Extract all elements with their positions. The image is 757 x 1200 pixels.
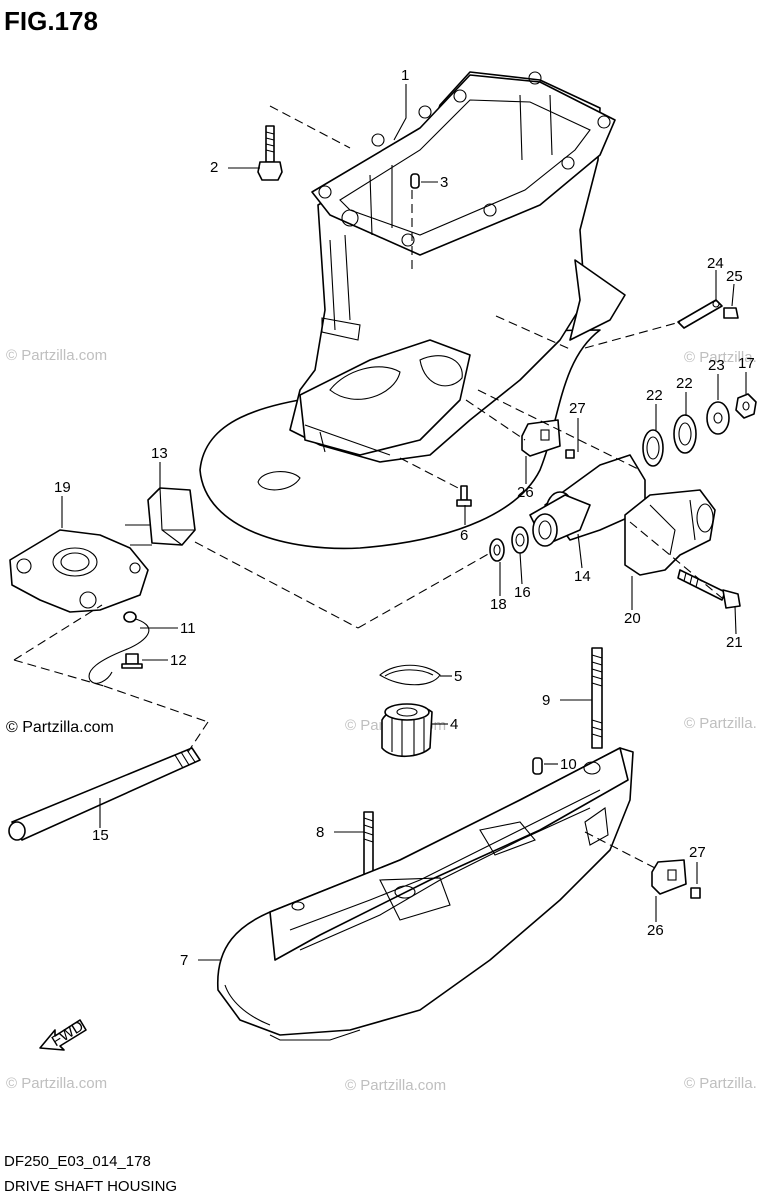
nut-17 — [735, 393, 757, 419]
watermark: © Partzilla.com — [684, 1075, 757, 1092]
mount-bracket-19 — [9, 529, 149, 613]
stud-15 — [8, 747, 201, 841]
callout-3: 3 — [440, 174, 448, 191]
washer-16 — [511, 526, 529, 554]
callout-10: 10 — [560, 756, 577, 773]
bolt-2 — [257, 125, 283, 181]
washer-22b — [673, 414, 697, 454]
callout-24: 24 — [707, 255, 724, 272]
callout-26b: 26 — [647, 922, 664, 939]
callout-22a: 22 — [646, 387, 663, 404]
model-code: DF250_E03_014_178 — [4, 1153, 151, 1170]
callout-5: 5 — [454, 668, 462, 685]
callout-27b: 27 — [689, 844, 706, 861]
damper-26b — [651, 859, 687, 895]
callout-4: 4 — [450, 716, 458, 733]
callout-labels: 1 2 3 4 5 6 7 8 9 10 11 12 13 14 15 16 1… — [54, 67, 755, 969]
dowel-pin-3 — [410, 173, 420, 189]
callout-8: 8 — [316, 824, 324, 841]
bolt-25 — [723, 307, 739, 319]
callout-14: 14 — [574, 568, 591, 585]
callout-21: 21 — [726, 634, 743, 651]
watermark: © Partzilla.com — [6, 1075, 107, 1092]
washer-18 — [489, 538, 505, 562]
callout-26a: 26 — [517, 484, 534, 501]
nut-4 — [381, 703, 433, 758]
callout-11: 11 — [180, 620, 196, 637]
screw-27b — [690, 887, 701, 899]
callout-27a: 27 — [569, 400, 586, 417]
figure-name: DRIVE SHAFT HOUSING — [4, 1178, 177, 1195]
lower-cover-7 — [217, 747, 634, 1041]
callout-12: 12 — [170, 652, 187, 669]
mount-rubber-14 — [529, 454, 646, 547]
callout-22b: 22 — [676, 375, 693, 392]
screw-27a — [565, 449, 575, 459]
drive-shaft-housing — [199, 71, 626, 550]
callout-16: 16 — [514, 584, 531, 601]
callout-19: 19 — [54, 479, 71, 496]
leader-lines — [61, 84, 747, 961]
callout-13: 13 — [151, 445, 168, 462]
watermark: © Partzilla.com — [684, 715, 757, 732]
watermark-dark: © Partzilla.com — [6, 719, 114, 736]
mount-cover-20 — [624, 489, 716, 576]
callout-1: 1 — [401, 67, 409, 84]
bolt-6 — [456, 485, 472, 507]
washer-22a — [642, 429, 664, 467]
callout-18: 18 — [490, 596, 507, 613]
callout-23: 23 — [708, 357, 725, 374]
ground-lead-11 — [88, 611, 150, 684]
callout-7: 7 — [180, 952, 188, 969]
damper-26a — [521, 419, 561, 457]
callout-20: 20 — [624, 610, 641, 627]
watermark: © Partzilla.com — [345, 1077, 446, 1094]
assembly-lines — [13, 105, 723, 869]
watermark: © Partzilla.com — [6, 347, 107, 364]
figure-title: FIG.178 — [4, 6, 98, 36]
bolt-21 — [677, 569, 741, 609]
washer-23 — [706, 401, 730, 435]
callout-15: 15 — [92, 827, 109, 844]
plate-24 — [677, 299, 723, 329]
clip-5 — [379, 664, 441, 686]
fwd-arrow-icon: FWD — [39, 1017, 87, 1051]
callout-2: 2 — [210, 159, 218, 176]
grommet-13 — [125, 487, 196, 546]
bolt-12 — [121, 653, 143, 669]
callout-9: 9 — [542, 692, 550, 709]
watermark: © Partzilla.com — [684, 349, 757, 366]
callout-25: 25 — [726, 268, 743, 285]
callout-17: 17 — [738, 355, 755, 372]
stud-9 — [591, 647, 603, 749]
callout-6: 6 — [460, 527, 468, 544]
pin-10 — [532, 757, 543, 775]
